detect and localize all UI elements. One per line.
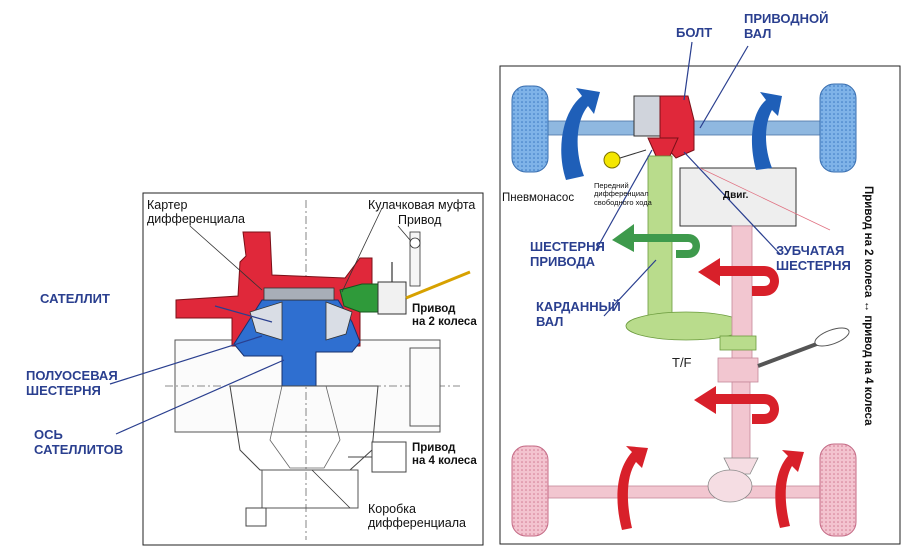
right-leaders xyxy=(595,41,781,317)
label-dog-clutch: Кулачковая муфта xyxy=(368,198,476,212)
leader-drive-gear xyxy=(595,149,653,251)
wheel-rear-left xyxy=(511,445,549,537)
label-side-gear: ПОЛУОСЕВАЯ ШЕСТЕРНЯ xyxy=(26,368,118,398)
leader-pinion-axis xyxy=(115,359,285,435)
flange-right xyxy=(409,347,441,427)
leader-cardan xyxy=(603,259,657,317)
label-satellite: САТЕЛЛИТ xyxy=(40,291,110,306)
label-drive-shaft: ПРИВОДНОЙ ВАЛ xyxy=(744,11,829,41)
engine-box xyxy=(679,167,797,227)
wheel-front-right xyxy=(819,83,857,173)
drive-pin xyxy=(409,237,421,249)
left-leaders xyxy=(109,305,285,435)
vacuum-pump xyxy=(603,151,621,169)
label-4wd: Привод на 4 колеса xyxy=(412,442,477,468)
drive-rod xyxy=(409,231,421,287)
wheel-rear-right xyxy=(819,443,857,537)
actuator-box xyxy=(377,281,407,315)
rear-diff xyxy=(707,469,753,503)
label-front-diff: Передний дифференциал свободного хода xyxy=(594,181,652,207)
cardan-shaft xyxy=(647,155,673,333)
case-inner xyxy=(269,385,341,469)
satellite-gear-left xyxy=(249,301,283,341)
arrow-red-rear-right xyxy=(775,450,804,528)
leader-drive xyxy=(397,225,411,241)
transfer-block xyxy=(717,357,759,383)
rotation-arrows xyxy=(561,88,804,530)
label-housing: Картер дифференциала xyxy=(147,198,245,227)
arrow-red-rear-left xyxy=(617,446,648,530)
rear-axle xyxy=(544,485,838,499)
left-leaders-black xyxy=(189,207,411,509)
ring-top xyxy=(263,287,335,301)
leader-diff-case xyxy=(311,469,351,509)
arrow-blue-left xyxy=(561,88,600,180)
label-pinion-axis: ОСЬ САТЕЛЛИТОВ xyxy=(34,427,124,457)
label-2wd: Привод на 2 колеса xyxy=(412,303,477,329)
label-drive-gear: ШЕСТЕРНЯ ПРИВОДА xyxy=(530,239,605,269)
label-drive: Привод xyxy=(398,213,442,227)
leader-satellite xyxy=(214,305,273,323)
leader-clutch xyxy=(341,207,383,293)
label-transfer: T/F xyxy=(672,355,692,370)
label-cardan: КАРДАННЫЙ ВАЛ xyxy=(536,299,621,329)
shift-knob xyxy=(814,327,850,347)
leader-bolt xyxy=(683,41,693,101)
case-foot xyxy=(261,469,359,509)
label-bolt: БОЛТ xyxy=(676,25,713,40)
drive-lever xyxy=(405,270,471,300)
bolt-bottom xyxy=(245,507,267,527)
label-ring-gear: ЗУБЧАТАЯ ШЕСТЕРНЯ xyxy=(776,243,851,273)
vacuum-line xyxy=(619,149,647,159)
label-mode: Привод на 2 колеса ↔ привод на 4 колеса xyxy=(862,186,874,426)
left-diagram xyxy=(142,192,484,546)
arrow-red-2 xyxy=(694,386,779,424)
arrow-green xyxy=(612,224,700,258)
engine-diag xyxy=(699,167,831,231)
label-engine: Двиг. xyxy=(723,190,749,201)
leader-side-gear xyxy=(109,335,263,385)
wheel-front-left xyxy=(511,85,549,173)
leader-ring-gear xyxy=(683,151,781,255)
connector-4wd xyxy=(371,441,407,473)
leader-drive-shaft xyxy=(699,45,749,129)
arrow-red-1 xyxy=(698,258,779,296)
satellite-gear-right xyxy=(325,301,353,341)
arrow-blue-right xyxy=(751,92,782,170)
label-vacuum: Пневмонасос xyxy=(502,192,575,204)
label-diff-case: Коробка дифференциала xyxy=(368,502,466,531)
transfer-gear xyxy=(719,335,757,351)
leader-housing xyxy=(189,225,263,291)
shift-lever xyxy=(757,340,823,368)
